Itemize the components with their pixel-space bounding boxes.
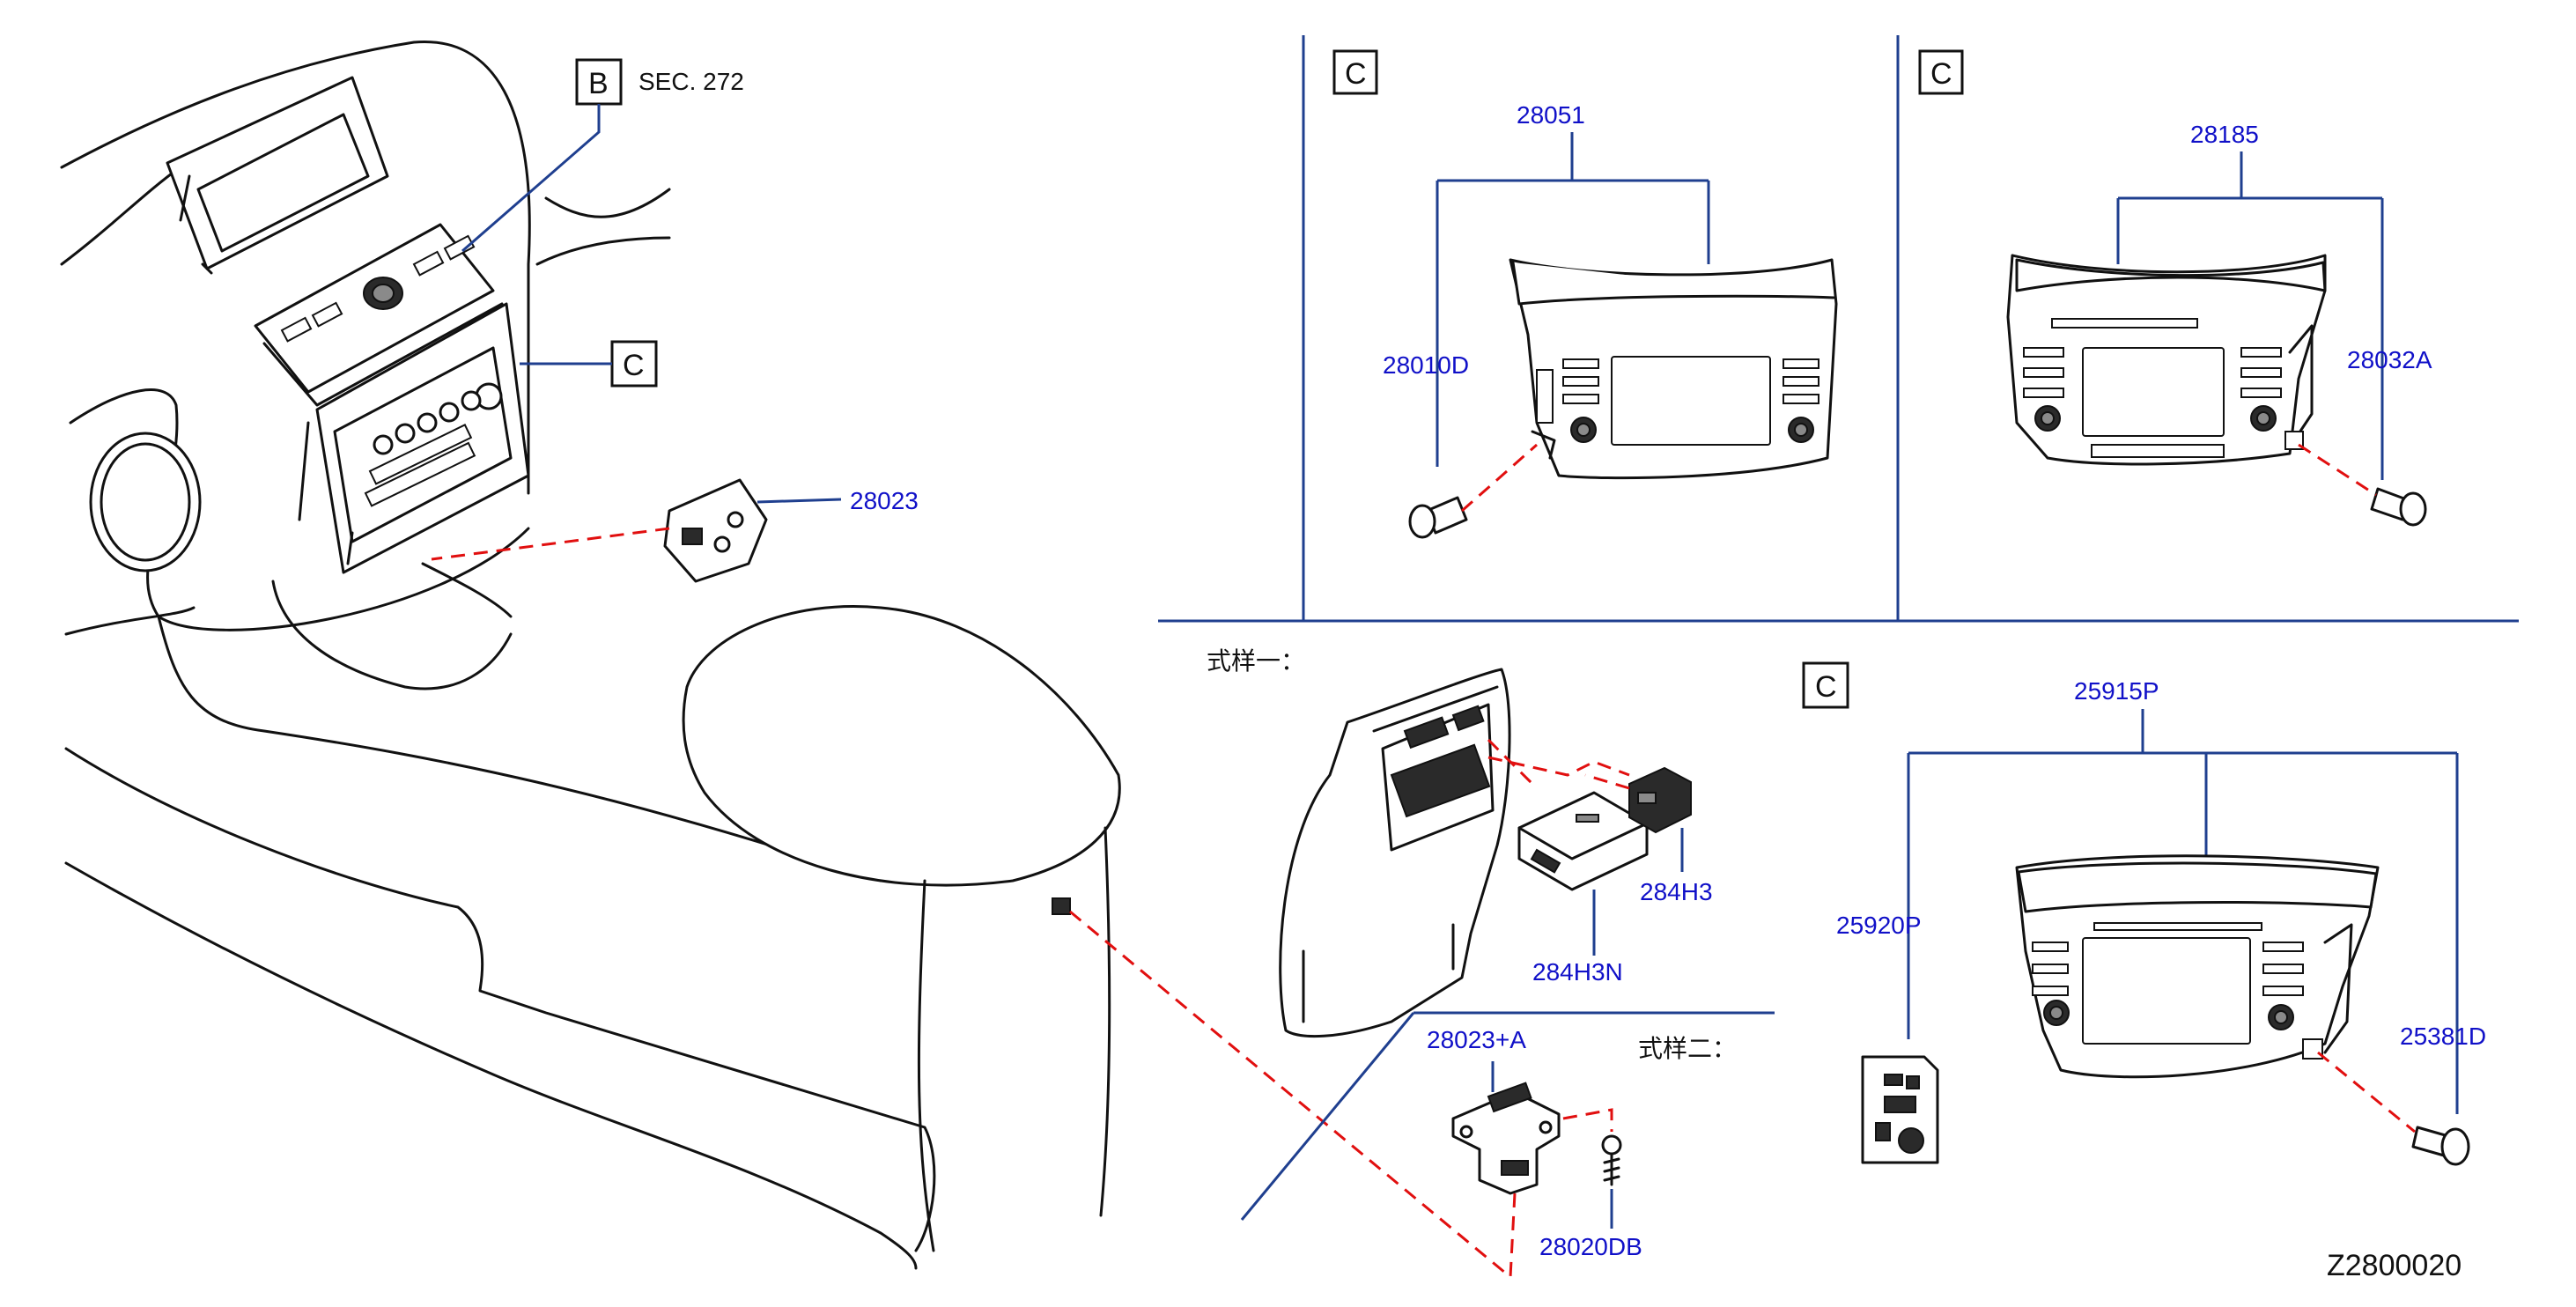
air-vent xyxy=(89,432,202,572)
svg-text:25381D: 25381D xyxy=(2400,1023,2486,1050)
svg-text:28023: 28023 xyxy=(850,487,919,514)
panel-dividers xyxy=(1158,35,2519,1221)
panel-25915p: C 25915P 25920P 25381D xyxy=(1802,661,2486,1166)
screw-28010d xyxy=(1408,496,1468,539)
svg-text:C: C xyxy=(1930,57,1952,91)
svg-text:25920P: 25920P xyxy=(1836,912,1922,939)
control-switch-panel xyxy=(254,223,504,407)
top-display-unit xyxy=(166,76,389,275)
svg-text:284H3: 284H3 xyxy=(1640,878,1713,905)
sd-card-25920p xyxy=(1861,1055,1939,1164)
svg-text:28023+A: 28023+A xyxy=(1427,1026,1526,1053)
svg-text:B: B xyxy=(588,67,609,100)
aux-jack-28023 xyxy=(663,478,768,583)
svg-text:C: C xyxy=(1815,670,1837,704)
spec-two: 式样二： 28023+A 28020DB xyxy=(1427,1026,1737,1278)
usb-284h3 xyxy=(1628,766,1692,834)
screw-25381d xyxy=(2411,1126,2470,1166)
ref-c-dash: C xyxy=(520,340,658,388)
ref-b: B SEC. 272 xyxy=(461,58,744,253)
svg-text:28185: 28185 xyxy=(2190,121,2259,148)
svg-text:式样一：: 式样一： xyxy=(1207,646,1305,676)
dashboard-console-illustration xyxy=(60,40,1121,1270)
label-28023: 28023 xyxy=(431,487,919,561)
diagram-code: Z2800020 xyxy=(2327,1249,2462,1282)
panel-28185: C 28185 28032A xyxy=(1918,49,2432,527)
panel-28051: C 28051 28010D xyxy=(1332,49,1838,539)
spec-one: 式样一： 284H3N 284H3 xyxy=(1207,646,1713,1038)
screw-28032a xyxy=(2370,487,2427,527)
svg-text:C: C xyxy=(623,349,645,382)
svg-text:28051: 28051 xyxy=(1517,101,1585,129)
usb-284h3n xyxy=(1517,791,1649,891)
jack-location xyxy=(1052,897,1071,915)
svg-text:284H3N: 284H3N xyxy=(1532,958,1623,986)
svg-text:式样二：: 式样二： xyxy=(1638,1034,1737,1063)
leader-to-spec-two xyxy=(1069,910,1511,1279)
armrest xyxy=(682,604,1121,887)
svg-text:SEC. 272: SEC. 272 xyxy=(638,68,744,95)
svg-text:28020DB: 28020DB xyxy=(1539,1233,1642,1260)
screw-28020db xyxy=(1601,1134,1622,1186)
svg-text:C: C xyxy=(1345,57,1367,91)
svg-text:28032A: 28032A xyxy=(2347,346,2432,373)
dash-audio-unit xyxy=(298,302,530,574)
svg-text:25915P: 25915P xyxy=(2074,677,2159,705)
svg-text:28010D: 28010D xyxy=(1383,351,1469,379)
